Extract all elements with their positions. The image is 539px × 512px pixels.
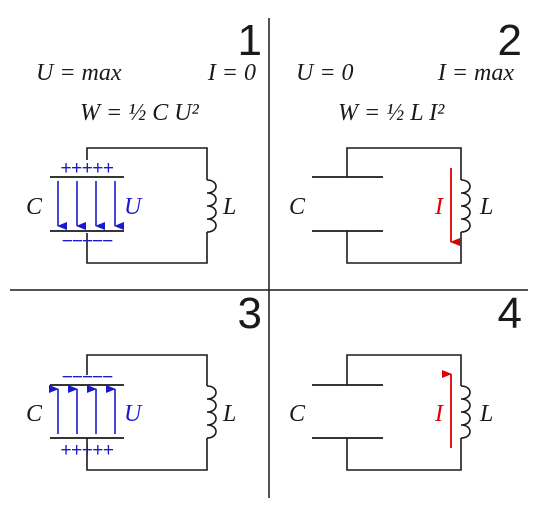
inductor-label: L [222,401,236,427]
top-plate-charges: +++++ [61,158,114,179]
voltage-label: U [124,194,143,220]
current-label: I [434,401,444,427]
inductor-label: L [479,401,493,427]
inductor-label: L [479,194,493,220]
panel-number: 2 [498,16,522,65]
panel-number: 3 [238,289,262,338]
capacitor-label: C [26,401,43,427]
inductor-coil [460,179,471,233]
circuit-wire [86,147,208,180]
inductor-label: L [222,194,236,220]
current-state-label: I = max [437,60,515,86]
panel-2: 2 U = 0 I = max W = ½ L I² C I L [289,16,522,264]
circuit-wire [346,231,462,264]
bottom-plate-charges: +++++ [61,440,114,461]
circuit-wire [86,438,208,471]
voltage-state-label: U = max [36,60,122,86]
voltage-label: U [124,401,143,427]
inductor-coil [206,385,217,439]
inductor-coil [206,179,217,233]
panel-1: 1 U = max I = 0 W = ½ C U² +++++ −−−−− C… [26,16,262,264]
voltage-state-label: U = 0 [296,60,354,86]
current-state-label: I = 0 [207,60,256,86]
panel-number: 4 [498,289,522,338]
panel-4: 4 C I L [289,289,522,471]
bottom-plate-charges: −−−−− [62,231,113,252]
circuit-wire [346,147,462,180]
capacitor-label: C [289,401,306,427]
top-plate-charges: −−−−− [62,367,113,388]
circuit-wire [346,354,462,386]
circuit-wire [86,232,208,264]
capacitor-label: C [289,194,306,220]
circuit-wire [86,354,208,386]
energy-formula: W = ½ L I² [338,100,445,126]
inductor-coil [460,385,471,439]
energy-formula: W = ½ C U² [80,100,200,126]
capacitor-label: C [26,194,43,220]
current-label: I [434,194,444,220]
panel-3: 3 −−−−− +++++ C U L [26,289,262,471]
circuit-wire [346,438,462,471]
panel-number: 1 [238,16,262,65]
